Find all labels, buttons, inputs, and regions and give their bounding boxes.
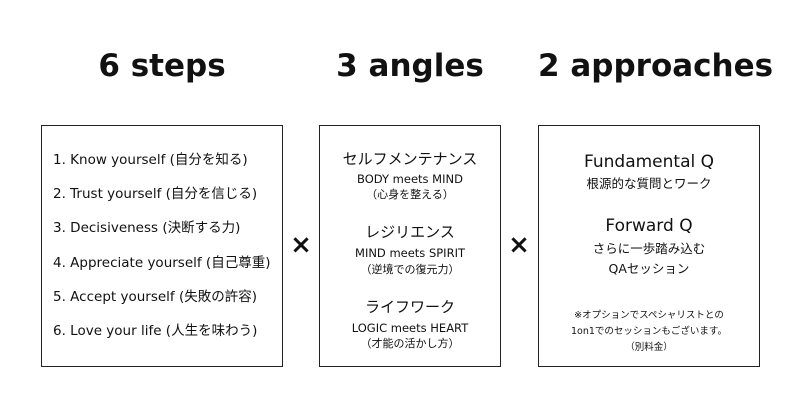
multiply-sign: × (290, 230, 312, 260)
angle-1-note: （心身を整える） (366, 188, 454, 201)
option-note-line-2: 1on1でのセッションもございます。 (571, 326, 727, 337)
angles-box: セルフメンテナンス BODY meets MIND （心身を整える） レジリエン… (319, 125, 501, 367)
multiply-sign: × (508, 230, 530, 260)
step-item-3: 3. Decisiveness (決断する力) (53, 220, 241, 236)
angle-2-title: レジリエンス (365, 223, 455, 241)
step-item-2: 2. Trust yourself (自分を信じる) (53, 186, 258, 202)
approaches-box: Fundamental Q 根源的な質問とワーク Forward Q さらに一歩… (538, 125, 760, 367)
heading-angles: 3 angles (336, 48, 484, 84)
heading-approaches: 2 approaches (538, 48, 774, 84)
option-note-line-1: ※オプションでスペシャリストとの (574, 310, 724, 321)
angle-2-note: （逆境での復元力） (360, 263, 460, 276)
angle-3-title: ライフワーク (364, 298, 455, 316)
approach-1-description: 根源的な質問とワーク (586, 176, 712, 191)
approach-2-description-line-2: QAセッション (608, 261, 690, 276)
approach-2-description-line-1: さらに一歩踏み込む (592, 241, 706, 256)
angle-1-title: セルフメンテナンス (342, 150, 478, 168)
steps-box: 1. Know yourself (自分を知る) 2. Trust yourse… (41, 125, 283, 367)
angle-2-subtitle: MIND meets SPIRIT (355, 246, 465, 260)
approach-1-title: Fundamental Q (584, 152, 714, 172)
option-note-line-3: （別料金） (625, 342, 673, 353)
angle-3-subtitle: LOGIC meets HEART (351, 321, 469, 335)
step-item-4: 4. Appreciate yourself (自己尊重) (53, 255, 271, 271)
approach-2-title: Forward Q (605, 216, 693, 236)
angle-1-subtitle: BODY meets MIND (357, 172, 463, 186)
step-item-1: 1. Know yourself (自分を知る) (53, 152, 248, 168)
step-item-6: 6. Love your life (人生を味わう) (53, 323, 258, 339)
heading-steps: 6 steps (98, 48, 226, 84)
angle-3-note: （才能の活かし方） (360, 337, 460, 350)
step-item-5: 5. Accept yourself (失敗の許容) (53, 289, 257, 305)
